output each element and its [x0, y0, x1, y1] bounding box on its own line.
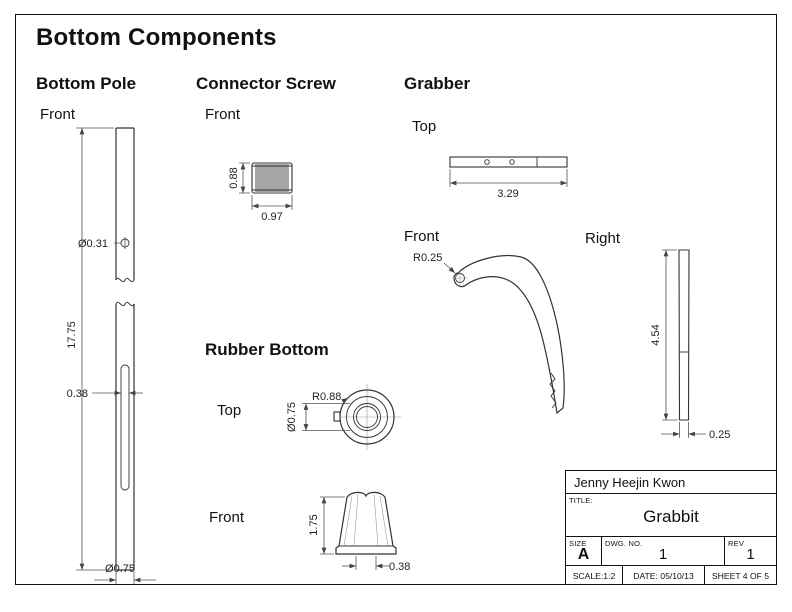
grabber-right-drawing: 4.54 0.25 — [650, 249, 730, 441]
title-block-bottom-row: SCALE:1:2 DATE: 05/10/13 SHEET 4 OF 5 — [566, 566, 776, 585]
section-title-connector-screw: Connector Screw — [196, 74, 336, 93]
dwg-no-value: 1 — [658, 546, 668, 563]
dim-grabber-thickness: 0.25 — [709, 429, 730, 441]
view-label-screw-front: Front — [205, 106, 241, 123]
screw-knurl — [255, 164, 289, 192]
view-label-grabber-right: Right — [585, 230, 621, 247]
grabber-top-dimensions: 3.29 — [449, 169, 568, 200]
dim-pole-length: 17.75 — [66, 321, 78, 349]
rubber-top-dimensions: R0.88 Ø0.75 — [286, 391, 350, 432]
pole-outline — [115, 127, 135, 571]
dim-pole-slot: 0.38 — [67, 388, 88, 400]
section-title-grabber: Grabber — [404, 74, 471, 93]
rubber-top-notch — [333, 411, 341, 422]
rubber-bottom-front-drawing: 1.75 0.38 — [308, 491, 410, 573]
grabber-top-drawing: 3.29 — [449, 156, 568, 200]
title-block: Jenny Heejin Kwon TITLE: Grabbit SIZE A … — [565, 470, 777, 585]
view-label-grabber-front: Front — [404, 228, 440, 245]
rev-cell: REV 1 — [725, 537, 776, 565]
screw-outline — [251, 162, 293, 194]
dim-pole-hole: Ø0.31 — [78, 238, 108, 250]
title-label: TITLE: — [569, 496, 593, 505]
rubber-bottom-top-drawing: R0.88 Ø0.75 — [286, 384, 401, 450]
dim-screw-width: 0.97 — [261, 211, 282, 223]
title-block-author: Jenny Heejin Kwon — [566, 471, 776, 494]
dim-grabber-height: 4.54 — [650, 324, 662, 345]
rubber-front-dimensions: 1.75 0.38 — [308, 496, 410, 573]
dwg-no-cell: DWG. NO. 1 — [602, 537, 725, 565]
dim-screw-height: 0.88 — [228, 167, 240, 188]
view-label-pole-front: Front — [40, 106, 76, 123]
view-label-grabber-top: Top — [412, 118, 437, 135]
pole-slot — [120, 364, 130, 491]
grabber-front-drawing: R0.25 — [413, 252, 565, 415]
dim-grabber-length: 3.29 — [497, 188, 518, 200]
rubber-top-outline — [333, 384, 401, 450]
pole-dimensions: 17.75 Ø0.31 0.38 Ø0.75 — [66, 127, 156, 584]
date-cell: DATE: 05/10/13 — [623, 566, 705, 585]
view-label-rubber-top: Top — [217, 402, 242, 419]
rev-label: REV — [728, 539, 745, 548]
connector-screw-drawing: 0.88 0.97 — [228, 162, 293, 223]
drawing-title: Grabbit — [643, 507, 699, 526]
grabber-hook-outline — [452, 255, 565, 415]
screw-dimensions: 0.88 0.97 — [228, 162, 293, 223]
bottom-pole-drawing: 17.75 Ø0.31 0.38 Ø0.75 — [66, 127, 156, 584]
dim-pole-width: Ø0.75 — [105, 563, 135, 575]
grabber-top-outline — [449, 156, 568, 168]
rev-value: 1 — [746, 546, 755, 563]
rubber-front-outline — [335, 491, 397, 555]
title-block-title-row: TITLE: Grabbit — [566, 494, 776, 537]
title-block-mid-row: SIZE A DWG. NO. 1 REV 1 — [566, 537, 776, 566]
size-cell: SIZE A — [566, 537, 602, 565]
grabber-right-outline — [678, 249, 690, 421]
dwg-no-label: DWG. NO. — [605, 539, 643, 548]
size-label: SIZE — [569, 539, 587, 548]
dim-grabber-radius: R0.25 — [413, 252, 442, 264]
size-value: A — [577, 546, 590, 563]
scale-cell: SCALE:1:2 — [566, 566, 623, 585]
dim-rubber-inner-dia: Ø0.75 — [286, 402, 298, 432]
grabber-right-dimensions: 4.54 0.25 — [650, 249, 730, 441]
section-title-rubber-bottom: Rubber Bottom — [205, 340, 329, 359]
sheet-cell: SHEET 4 OF 5 — [711, 570, 770, 581]
dim-rubber-outer-radius: R0.88 — [312, 391, 341, 403]
section-title-bottom-pole: Bottom Pole — [36, 74, 137, 93]
page-title: Bottom Components — [36, 24, 277, 51]
grabber-serrations — [549, 372, 557, 409]
dim-rubber-hole-width: 0.38 — [389, 561, 410, 573]
view-label-rubber-front: Front — [209, 509, 245, 526]
grabber-front-dimensions: R0.25 — [413, 252, 456, 274]
dim-rubber-height: 1.75 — [308, 514, 320, 535]
